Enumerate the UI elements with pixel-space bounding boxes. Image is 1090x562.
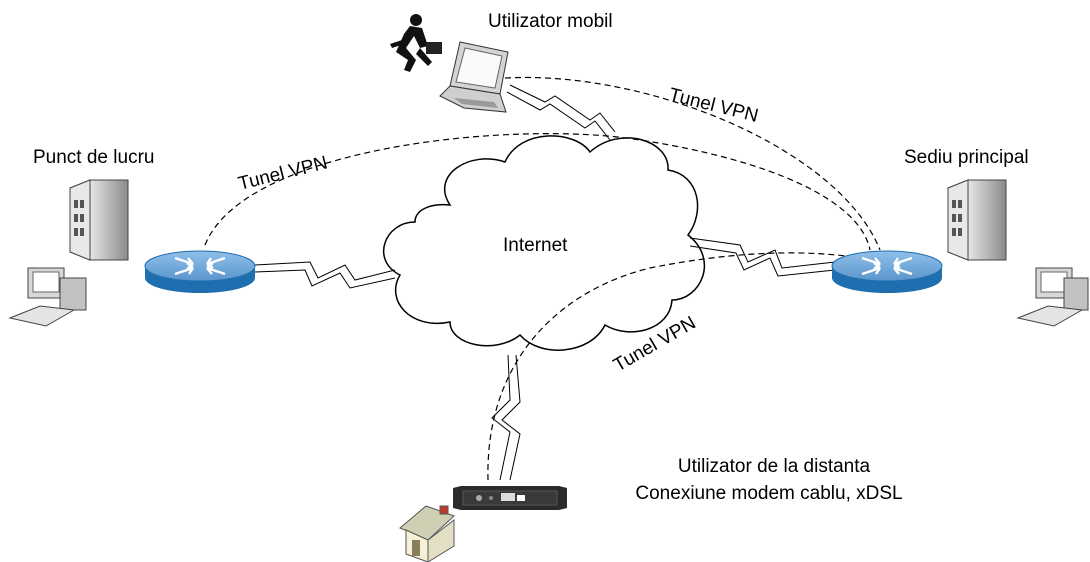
remote-connection-label: Conexiune modem cablu, xDSL <box>635 483 902 504</box>
desktop-pc-icon <box>8 267 87 327</box>
mobile-vpn-tunnel <box>504 76 881 251</box>
desktop-pc-icon <box>1016 267 1089 327</box>
internet-cloud-icon <box>382 135 706 351</box>
remote-user-label: Utilizator de la distanta <box>678 456 871 477</box>
router-icon <box>831 250 943 293</box>
remote-wan-link-2 <box>501 354 521 481</box>
hq-wan-link <box>689 237 836 269</box>
server-building-icon <box>69 179 129 261</box>
remote-vpn-tunnel <box>487 252 861 481</box>
mobile-wan-link-2 <box>506 91 611 141</box>
branch-vpn-tunnel <box>204 133 871 251</box>
router-icon <box>144 250 256 293</box>
wan-links <box>254 84 836 481</box>
house-icon <box>399 505 455 562</box>
server-building-icon <box>947 179 1007 261</box>
branch-wan-link <box>254 261 396 281</box>
tunnel-label-mobile: Tunel VPN <box>667 84 761 126</box>
vpn-tunnels <box>204 76 881 481</box>
laptop-icon <box>439 41 509 113</box>
mobile-user-label: Utilizator mobil <box>488 11 613 32</box>
tunnel-label-branch: Tunel VPN <box>236 152 330 194</box>
cable-modem-icon <box>453 486 567 510</box>
mobile-wan-link <box>509 84 616 133</box>
remote-wan-link <box>491 354 511 481</box>
branch-wan-link-2 <box>254 269 396 289</box>
branch-label: Punct de lucru <box>33 147 154 168</box>
running-person-icon <box>390 14 442 72</box>
headquarters-label: Sediu principal <box>904 147 1029 168</box>
internet-label: Internet <box>503 235 568 256</box>
hq-wan-link-2 <box>689 245 836 277</box>
